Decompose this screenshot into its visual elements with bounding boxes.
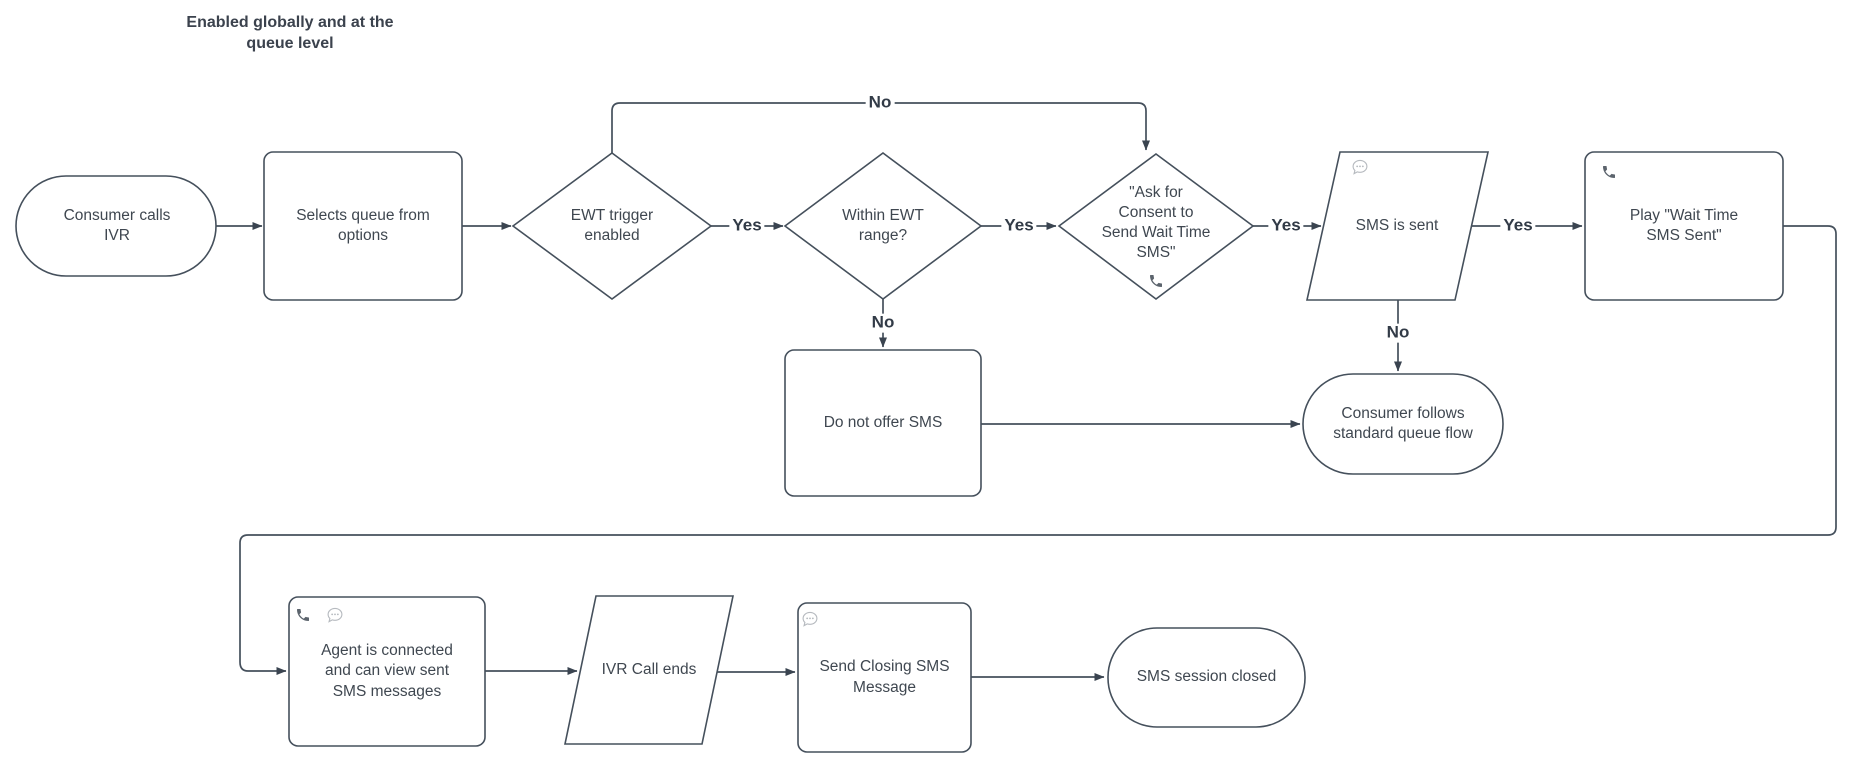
node-do-not-offer-sms-shape — [784, 349, 982, 497]
edge-play-to-agent — [239, 225, 1837, 675]
node-agent-connected-shape — [288, 596, 486, 747]
node-play-wait-time-shape — [1584, 151, 1784, 301]
node-send-closing-sms-shape — [797, 602, 972, 753]
node-selects-queue-shape — [263, 151, 463, 301]
node-sms-is-sent-shape — [1306, 151, 1489, 301]
edge-ewt-no — [611, 102, 1150, 153]
node-consumer-calls-ivr-shape — [15, 175, 217, 277]
node-ivr-call-ends-shape — [564, 595, 734, 745]
node-ask-for-consent-shape — [1057, 153, 1255, 301]
node-ewt-trigger-enabled-shape — [511, 152, 713, 300]
diagram-title: Enabled globally and at the queue level — [186, 14, 394, 52]
node-standard-queue-flow-shape — [1302, 373, 1504, 475]
node-sms-session-closed-shape — [1107, 627, 1306, 728]
node-within-ewt-range-shape — [783, 152, 983, 300]
